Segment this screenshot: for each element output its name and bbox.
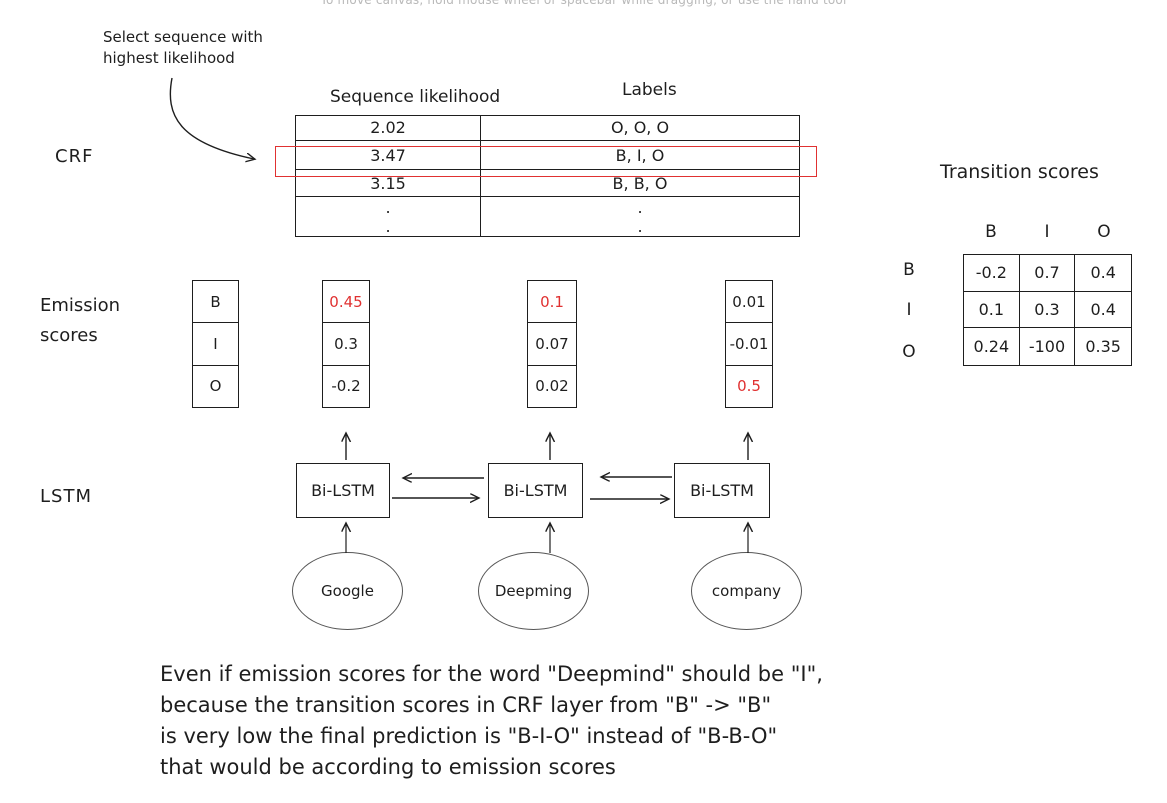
cell-likelihood: 3.15 [296, 170, 481, 197]
transition-cell-I-B: 0.1 [964, 291, 1020, 329]
transition-col-header-B: B [985, 222, 997, 242]
transition-cell-B-O: 0.4 [1075, 255, 1131, 292]
cell-labels: B, I, O [615, 145, 665, 165]
emission-tags-box[interactable]: B I O [192, 280, 239, 408]
table-row-dots: . . [296, 197, 799, 217]
highlight-rectangle-best-sequence[interactable] [275, 146, 817, 177]
canvas-hint-text: To move canvas, hold mouse wheel or spac… [320, 0, 847, 7]
emission-word1-I: 0.3 [323, 323, 369, 366]
cell-likelihood: 2.02 [296, 116, 481, 140]
emission-scores-label[interactable]: Emission scores [40, 291, 120, 351]
emission-word2-B: 0.1 [528, 281, 576, 324]
emission-word1-B: 0.45 [323, 281, 369, 324]
emission-word3-O: 0.5 [737, 377, 761, 396]
emission-word3-I: -0.01 [726, 323, 772, 366]
emission-word3-B: 0.01 [726, 281, 772, 324]
cell-likelihood: . [296, 197, 481, 217]
emission-word2-O: 0.02 [535, 377, 569, 396]
transition-col-header-O: O [1097, 222, 1111, 242]
annotation-line2: highest likelihood [103, 49, 235, 67]
tag-B: B [193, 281, 238, 324]
emission-word1-O: -0.2 [331, 377, 361, 396]
bilstm-box-3[interactable]: Bi-LSTM [674, 463, 770, 518]
table-row-dots: . . [296, 216, 799, 236]
cell-labels: . [637, 216, 643, 236]
curved-arrow-select-row [169, 77, 254, 159]
note-line4: that would be according to emission scor… [160, 755, 616, 779]
table-row-highlighted: 3.47 B, I, O [296, 140, 799, 171]
cell-labels: . [637, 197, 643, 217]
transition-cell-O-B: 0.24 [964, 328, 1020, 365]
column-header-sequence-likelihood[interactable]: Sequence likelihood [330, 87, 501, 107]
table-row: 3.15 B, B, O [296, 170, 799, 198]
word-ellipse-company[interactable]: company [691, 552, 802, 630]
transition-cell-O-I: -100 [1020, 328, 1076, 365]
transition-cell-O-O: 0.35 [1085, 337, 1121, 357]
column-header-labels[interactable]: Labels [622, 80, 677, 100]
emission-label-line2: scores [40, 325, 98, 346]
cell-labels: O, O, O [610, 118, 670, 138]
crf-layer-label[interactable]: CRF [55, 146, 94, 167]
note-line1: Even if emission scores for the word "De… [160, 662, 823, 686]
emission-word2-I: 0.07 [528, 323, 576, 366]
transition-row-header-I: I [906, 300, 912, 320]
word-ellipse-google[interactable]: Google [292, 552, 403, 630]
cell-likelihood: 3.47 [296, 140, 481, 170]
explanation-note[interactable]: Even if emission scores for the word "De… [160, 659, 823, 783]
transition-scores-title[interactable]: Transition scores [940, 161, 1099, 183]
transition-row-header-O: O [902, 342, 916, 362]
transition-scores-table[interactable]: -0.2 0.7 0.4 0.1 0.3 0.4 0.24 -100 0.35 [963, 254, 1132, 366]
word-ellipse-deepming[interactable]: Deepming [478, 552, 589, 630]
note-line2: because the transition scores in CRF lay… [160, 693, 772, 717]
bilstm-box-2[interactable]: Bi-LSTM [488, 463, 583, 518]
emission-scores-word3[interactable]: 0.01 -0.01 0.5 [725, 280, 773, 408]
transition-row-header-B: B [903, 260, 915, 280]
emission-scores-word2[interactable]: 0.1 0.07 0.02 [527, 280, 577, 408]
transition-cell-I-I: 0.3 [1019, 291, 1076, 329]
cell-labels: B, B, O [612, 173, 668, 193]
note-line3: is very low the final prediction is "B-I… [160, 724, 778, 748]
cell-likelihood: . [296, 216, 481, 236]
table-row: 2.02 O, O, O [296, 116, 799, 141]
emission-scores-word1[interactable]: 0.45 0.3 -0.2 [322, 280, 370, 408]
annotation-line1: Select sequence with [103, 28, 263, 46]
crf-sequence-table[interactable]: 2.02 O, O, O 3.47 B, I, O 3.15 B, B, O .… [295, 115, 800, 237]
emission-label-line1: Emission [40, 295, 121, 316]
tag-O: O [209, 377, 222, 396]
lstm-layer-label[interactable]: LSTM [40, 486, 92, 507]
annotation-select-sequence[interactable]: Select sequence with highest likelihood [103, 27, 263, 69]
bilstm-box-1[interactable]: Bi-LSTM [296, 463, 390, 518]
transition-cell-B-B: -0.2 [964, 255, 1020, 292]
transition-cell-I-O: 0.4 [1075, 292, 1131, 329]
transition-col-header-I: I [1044, 222, 1050, 242]
transition-cell-B-I: 0.7 [1019, 255, 1076, 292]
tag-I: I [193, 323, 238, 366]
